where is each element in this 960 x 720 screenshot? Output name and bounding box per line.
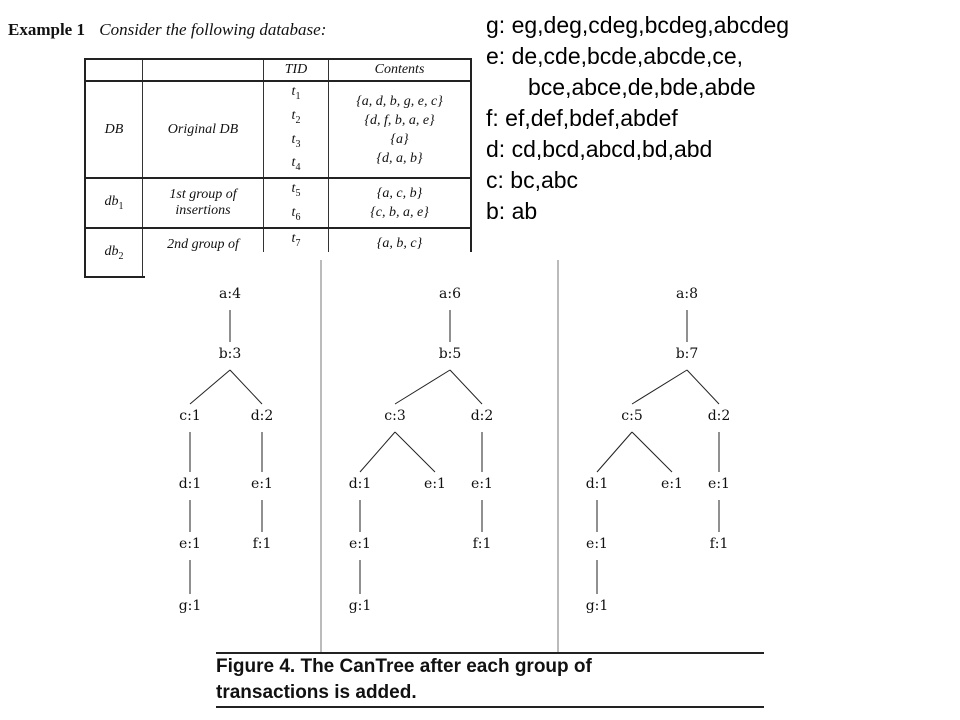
example-heading: Example 1 Consider the following databas… bbox=[8, 20, 326, 40]
contents-value: {a} bbox=[390, 131, 409, 147]
tree-node-label: g:1 bbox=[349, 598, 372, 614]
tree-node-label: c:5 bbox=[621, 408, 642, 424]
header-db bbox=[84, 58, 143, 82]
tree-node-label: g:1 bbox=[179, 598, 202, 614]
tree-divider-2 bbox=[557, 260, 559, 652]
tree-node-label: g:1 bbox=[586, 598, 609, 614]
tree-edge bbox=[631, 369, 688, 405]
tid-value: t6 bbox=[291, 204, 301, 223]
tree-edge bbox=[394, 369, 451, 405]
tree-node-label: f:1 bbox=[473, 536, 492, 552]
tree-node-label: c:1 bbox=[179, 408, 200, 424]
tree-node-label: f:1 bbox=[710, 536, 729, 552]
tid-value: t3 bbox=[291, 131, 301, 150]
contents-value: {a, c, b} bbox=[376, 185, 423, 201]
tree-node-label: e:1 bbox=[424, 476, 446, 492]
contents-value: {d, f, b, a, e} bbox=[364, 112, 435, 128]
group-desc-cell: 1st group of insertions bbox=[142, 177, 264, 229]
cantree-diagram: a:4 b:3 c:1 d:2 d:1 e:1 e:1 f:1 g:1 a:6 b:5 c:3 d:2 d… bbox=[179, 286, 731, 614]
header-contents: Contents bbox=[328, 58, 472, 82]
tid-value: t2 bbox=[291, 107, 301, 126]
group-contents-cell: {a, d, b, g, e, c} {d, f, b, a, e} {a} {d, … bbox=[328, 80, 472, 179]
tree-node-label: b:3 bbox=[219, 346, 242, 362]
table-header-row: TID Contents bbox=[84, 58, 472, 82]
suffix-line: e: de,cde,bcde,abcde,ce, bbox=[486, 43, 744, 69]
cantree-figure: a:4 b:3 c:1 d:2 d:1 e:1 e:1 f:1 g:1 a:6 b:5 c:3 d:2 d… bbox=[145, 252, 775, 656]
tree-edge bbox=[359, 431, 396, 473]
contents-value: {d, a, b} bbox=[376, 150, 423, 166]
tree-edge bbox=[394, 431, 436, 473]
group-db-cell: DB bbox=[84, 80, 143, 179]
tree-node-label: e:1 bbox=[251, 476, 273, 492]
tid-value: t7 bbox=[291, 230, 301, 249]
tree-node-label: d:1 bbox=[349, 476, 372, 492]
tree-node-label: d:2 bbox=[708, 408, 731, 424]
header-desc bbox=[142, 58, 264, 82]
tree-node-label: b:5 bbox=[439, 346, 462, 362]
group-db-cell: db1 bbox=[84, 177, 143, 229]
header-tid: TID bbox=[263, 58, 329, 82]
tree-node-label: a:8 bbox=[676, 286, 698, 302]
group-desc-cell: Original DB bbox=[142, 80, 264, 179]
tree-node-label: a:6 bbox=[439, 286, 461, 302]
tree-edge bbox=[686, 369, 720, 405]
group-tid-cell: t1 t2 t3 t4 bbox=[263, 80, 329, 179]
suffix-line: g: eg,deg,cdeg,bcdeg,abcdeg bbox=[486, 12, 790, 38]
suffix-line: f: ef,def,bdef,abdef bbox=[486, 105, 678, 131]
tree-node-label: d:1 bbox=[179, 476, 202, 492]
figure-caption: Figure 4. The CanTree after each group o… bbox=[216, 652, 764, 708]
contents-value: {a, b, c} bbox=[376, 235, 423, 251]
suffix-line: b: ab bbox=[486, 198, 538, 224]
example-text: Consider the following database: bbox=[99, 20, 327, 39]
tree-node-label: d:2 bbox=[251, 408, 274, 424]
tree-node-label: e:1 bbox=[708, 476, 730, 492]
tree-edge bbox=[229, 369, 263, 405]
tree-node-label: d:2 bbox=[471, 408, 494, 424]
suffix-line: d: cd,bcd,abcd,bd,abd bbox=[486, 136, 713, 162]
caption-line-2: transactions is added. bbox=[216, 682, 417, 703]
tree-divider-1 bbox=[320, 260, 322, 652]
tree-node-label: f:1 bbox=[253, 536, 272, 552]
caption-line-1: Figure 4. The CanTree after each group o… bbox=[216, 656, 592, 677]
group-contents-cell: {a, c, b} {c, b, a, e} bbox=[328, 177, 472, 229]
tree-edge bbox=[449, 369, 483, 405]
tree-node-label: e:1 bbox=[471, 476, 493, 492]
tree-edge bbox=[189, 369, 231, 405]
tid-value: t5 bbox=[291, 181, 301, 199]
contents-value: {a, d, b, g, e, c} bbox=[356, 93, 443, 109]
tid-value: t4 bbox=[291, 155, 301, 174]
suffix-list: g: eg,deg,cdeg,bcdeg,abcdeg e: de,cde,bcd… bbox=[486, 10, 789, 227]
tree-node-label: e:1 bbox=[349, 536, 371, 552]
suffix-line: bce,abce,de,bde,abde bbox=[528, 74, 756, 100]
group-db-cell: db2 bbox=[84, 227, 143, 278]
tree-node-label: b:7 bbox=[676, 346, 699, 362]
tree-node-label: c:3 bbox=[384, 408, 405, 424]
contents-value: {c, b, a, e} bbox=[370, 204, 429, 220]
tree-edge bbox=[596, 431, 633, 473]
tree-node-label: e:1 bbox=[661, 476, 683, 492]
suffix-line: c: bc,abc bbox=[486, 167, 579, 193]
tid-value: t1 bbox=[291, 84, 301, 102]
example-label: Example 1 bbox=[8, 20, 85, 39]
tree-edge bbox=[631, 431, 673, 473]
tree-node-label: a:4 bbox=[219, 286, 241, 302]
tree-node-label: e:1 bbox=[179, 536, 201, 552]
tree-node-label: e:1 bbox=[586, 536, 608, 552]
tree-node-label: d:1 bbox=[586, 476, 609, 492]
